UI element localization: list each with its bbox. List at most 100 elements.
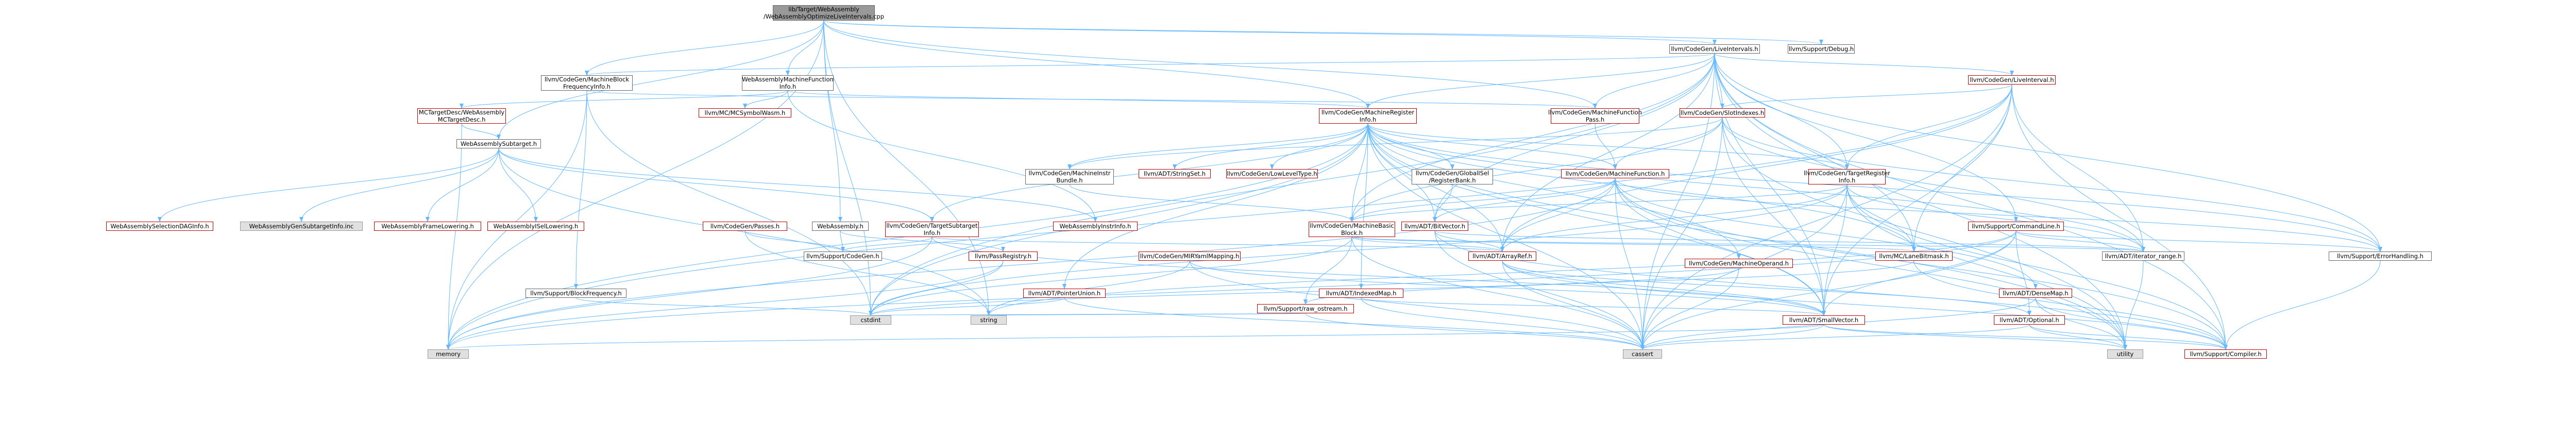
node-command-line[interactable]: llvm/Support/CommandLine.h <box>1968 222 2064 231</box>
edge-machine_register_info-to-machine_instr_bundle <box>1067 123 1368 170</box>
edge-slot_indexes-to-iterator_range <box>1722 117 2145 252</box>
edge-pointer_union-to-cstdint <box>869 297 1065 316</box>
node-slot-indexes[interactable]: llvm/CodeGen/SlotIndexes.h <box>1680 108 1765 117</box>
edge-machine_register_info-to-bit_vector <box>1367 123 1437 222</box>
edge-array_ref-to-cassert <box>1502 260 1645 350</box>
edge-machine_register_info-to-small_vector <box>1367 123 1826 316</box>
edge-machine_function-to-compiler <box>1615 178 2228 350</box>
node-wasm-machine-function-info[interactable]: WebAssemblyMachineFunction Info.h <box>742 75 834 91</box>
edge-live_interval-to-array_ref <box>1500 84 2012 252</box>
node-pointer-union[interactable]: llvm/ADT/PointerUnion.h <box>1023 289 1106 298</box>
edge-mir_yaml_mapping-to-string <box>987 260 1190 316</box>
edge-wasm_subtarget-to-gen_subtarget_info <box>299 148 499 222</box>
node-mc-symbol-wasm[interactable]: llvm/MC/MCSymbolWasm.h <box>699 108 791 117</box>
edge-dense_map-to-utility <box>2035 297 2127 350</box>
node-pass-registry[interactable]: llvm/PassRegistry.h <box>969 251 1038 261</box>
edge-command_line-to-optional <box>2015 230 2031 316</box>
edge-machine_function-to-utility <box>1615 178 2127 350</box>
node-string-set[interactable]: llvm/ADT/StringSet.h <box>1139 169 1211 178</box>
node-array-ref[interactable]: llvm/ADT/ArrayRef.h <box>1468 251 1536 261</box>
edge-small_vector-to-utility <box>1823 324 2127 350</box>
edge-live_intervals-to-array_ref <box>1500 53 1715 252</box>
edge-bit_vector-to-iterator_range <box>1434 230 2145 252</box>
edge-block_frequency-to-cstdint <box>575 297 873 316</box>
edge-array_ref-to-optional <box>1502 260 2031 316</box>
edge-optional-to-utility <box>2029 324 2127 350</box>
edge-live_intervals-to-error_handling <box>1714 53 2382 252</box>
edge-wasm_subtarget-to-sel_dag_info <box>158 148 499 222</box>
edge-optional-to-compiler <box>2029 324 2228 350</box>
edge-wasm_subtarget-to-wasm_instr_info <box>498 148 1097 222</box>
node-machine-instr-bundle[interactable]: llvm/CodeGen/MachineInstr Bundle.h <box>1025 169 1114 184</box>
node-webassembly-h[interactable]: WebAssembly.h <box>812 222 869 231</box>
node-machine-basic-block[interactable]: llvm/CodeGen/MachineBasic Block.h <box>1309 222 1395 237</box>
edge-machine_register_info-to-target_register_info <box>1367 123 1849 170</box>
edge-target_register_info-to-compiler <box>1846 184 2228 350</box>
node-compiler[interactable]: llvm/Support/Compiler.h <box>2184 349 2267 359</box>
node-optional[interactable]: llvm/ADT/Optional.h <box>1994 315 2065 325</box>
edge-target_register_info-to-small_vector <box>1822 184 1848 316</box>
node-raw-ostream[interactable]: llvm/Support/raw_ostream.h <box>1257 304 1354 313</box>
edge-machine_basic_block-to-lane_bitmask <box>1351 237 1916 252</box>
edge-target_subtarget_info-to-memory <box>446 237 933 350</box>
node-wasm-subtarget[interactable]: WebAssemblySubtarget.h <box>456 139 541 148</box>
edge-live_intervals-to-lane_bitmask <box>1714 53 1916 252</box>
edge-indexed_map-to-small_vector <box>1361 297 1826 316</box>
edge-machine_register_info-to-iterator_range <box>1367 123 2145 252</box>
edge-mc_target_desc-to-wasm_subtarget <box>461 123 501 140</box>
node-machine-function[interactable]: llvm/CodeGen/MachineFunction.h <box>1561 169 1669 178</box>
node-live-interval[interactable]: llvm/CodeGen/LiveInterval.h <box>1968 75 2056 85</box>
node-small-vector[interactable]: llvm/ADT/SmallVector.h <box>1783 315 1865 325</box>
edge-machine_instr_bundle-to-machine_basic_block <box>1069 184 1354 222</box>
edge-machine_register_info-to-array_ref <box>1367 123 1504 252</box>
node-error-handling[interactable]: llvm/Support/ErrorHandling.h <box>2329 251 2432 261</box>
node-target-register-info[interactable]: llvm/CodeGen/TargetRegister Info.h <box>1804 169 1890 184</box>
node-codegen-passes[interactable]: llvm/CodeGen/Passes.h <box>703 222 787 231</box>
edge-machine_register_info-to-string_set <box>1173 123 1368 170</box>
edge-mf_pass-to-machine_function <box>1595 123 1617 170</box>
node-mir-yaml-mapping[interactable]: llvm/CodeGen/MIRYamlMapping.h <box>1139 251 1241 261</box>
node-target-subtarget-info[interactable]: llvm/CodeGen/TargetSubtarget Info.h <box>885 222 979 237</box>
edge-command_line-to-small_vector <box>1822 230 2016 316</box>
node-globalisel-register-bank[interactable]: llvm/CodeGen/GlobalISel /RegisterBank.h <box>1412 169 1493 184</box>
edge-root-to-mf_pass <box>823 20 1597 109</box>
edge-wasm_mfi-to-wasm_instr_info <box>787 90 1097 222</box>
node-cstdint: cstdint <box>850 315 891 325</box>
edge-slot_indexes-to-cassert <box>1640 117 1723 350</box>
edge-machine_register_info-to-error_handling <box>1367 123 2382 252</box>
node-string: string <box>971 315 1007 325</box>
node-mc-target-desc[interactable]: MCTargetDesc/WebAssembly MCTargetDesc.h <box>417 108 506 124</box>
node-isel-lowering[interactable]: WebAssemblyISelLowering.h <box>487 222 584 231</box>
node-bit-vector[interactable]: llvm/ADT/BitVector.h <box>1401 222 1468 231</box>
node-dense-map[interactable]: llvm/ADT/DenseMap.h <box>1999 289 2072 298</box>
edge-live_interval-to-small_vector <box>1822 84 2012 316</box>
node-block-frequency[interactable]: llvm/Support/BlockFrequency.h <box>526 289 626 298</box>
node-indexed-map[interactable]: llvm/ADT/IndexedMap.h <box>1319 289 1403 298</box>
edge-machine_function-to-bit_vector <box>1433 178 1616 222</box>
edge-machine_register_info-to-low_level_type <box>1270 123 1368 170</box>
node-lane-bitmask[interactable]: llvm/MC/LaneBitmask.h <box>1875 251 1953 261</box>
node-frame-lowering[interactable]: WebAssemblyFrameLowering.h <box>374 222 481 231</box>
node-live-intervals[interactable]: llvm/CodeGen/LiveIntervals.h <box>1669 44 1760 54</box>
node-selection-dag-info[interactable]: WebAssemblySelectionDAGInfo.h <box>106 222 213 231</box>
edge-target_register_info-to-cstdint <box>869 184 1848 316</box>
node-machine-operand[interactable]: llvm/CodeGen/MachineOperand.h <box>1685 259 1793 268</box>
edge-array_ref-to-small_vector <box>1502 260 1826 316</box>
edge-mir_yaml_mapping-to-small_vector <box>1189 260 1826 316</box>
node-support-debug[interactable]: llvm/Support/Debug.h <box>1788 44 1855 54</box>
node-wasm-instr-info[interactable]: WebAssemblyInstrInfo.h <box>1053 222 1138 231</box>
edge-mbb_freq_info-to-cstdint <box>586 90 873 316</box>
node-machine-block-frequency-info[interactable]: llvm/CodeGen/MachineBlock FrequencyInfo.… <box>541 75 633 91</box>
edge-live_intervals-to-command_line <box>1714 53 2018 222</box>
node-machine-register-info[interactable]: llvm/CodeGen/MachineRegister Info.h <box>1319 108 1417 124</box>
node-machine-function-pass[interactable]: llvm/CodeGen/MachineFunction Pass.h <box>1548 108 1642 124</box>
edge-raw_ostream-to-cassert <box>1305 313 1645 350</box>
edge-live_interval-to-slot_indexes <box>1720 84 2012 109</box>
edge-machine_register_info-to-cassert <box>1367 123 1645 350</box>
node-low-level-type[interactable]: llvm/CodeGen/LowLevelType.h <box>1226 169 1318 178</box>
node-iterator-range[interactable]: llvm/ADT/iterator_range.h <box>2102 251 2184 261</box>
edge-slot_indexes-to-error_handling <box>1722 117 2382 252</box>
node-support-codegen[interactable]: llvm/Support/CodeGen.h <box>804 251 882 261</box>
edge-wasm_subtarget-to-target_subtarget_info <box>498 148 934 222</box>
edge-machine_basic_block-to-raw_ostream <box>1303 237 1352 305</box>
